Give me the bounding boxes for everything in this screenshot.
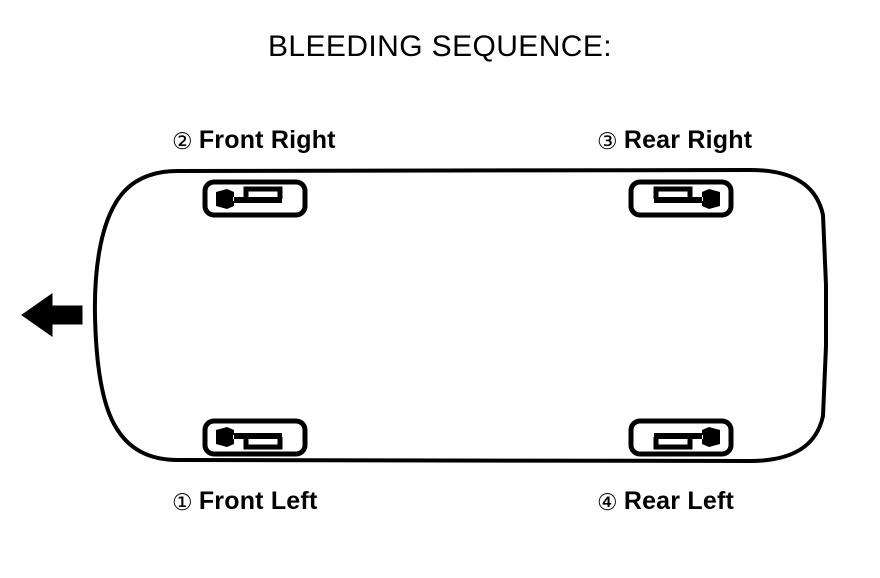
brake-caliper-icon-front-right[interactable] (202, 179, 308, 218)
brake-caliper-icon-front-left[interactable] (202, 418, 308, 457)
corner-label-rear-left: ④ Rear Left (597, 487, 734, 516)
caliper-shaft (234, 433, 282, 439)
page-title: BLEEDING SEQUENCE: (268, 30, 612, 63)
caliper-bridge (653, 186, 693, 199)
brake-caliper-icon-rear-left[interactable] (628, 418, 734, 457)
brake-caliper-icon (202, 179, 308, 218)
corner-label-front-left: ① Front Left (172, 487, 317, 516)
corner-label-text: Front Left (198, 487, 318, 515)
brake-caliper-icon (628, 418, 734, 457)
brake-caliper-icon (202, 418, 308, 457)
caliper-piston-block (216, 427, 234, 447)
caliper-piston-block (702, 189, 720, 209)
corner-label-text: Rear Left (623, 487, 734, 515)
caliper-piston-block (702, 427, 720, 447)
brake-caliper-icon-rear-right[interactable] (628, 179, 734, 218)
corner-label-text: Rear Right (623, 126, 753, 154)
caliper-bridge (243, 437, 283, 450)
caliper-shaft (654, 197, 702, 203)
caliper-bridge (653, 437, 693, 450)
corner-label-text: Front Right (198, 126, 336, 154)
sequence-marker-front-left: ① (172, 489, 193, 515)
sequence-marker-front-right: ② (172, 128, 193, 154)
brake-caliper-icon (628, 179, 734, 218)
vehicle-body-outline (92, 168, 828, 463)
sequence-marker-rear-right: ③ (597, 128, 618, 154)
caliper-shaft (654, 433, 702, 439)
corner-label-front-right: ② Front Right (172, 126, 336, 155)
caliper-bridge (243, 186, 283, 199)
corner-label-rear-right: ③ Rear Right (597, 126, 752, 155)
forward-direction-arrow (21, 293, 83, 337)
sequence-marker-rear-left: ④ (597, 489, 618, 515)
caliper-piston-block (216, 189, 234, 209)
caliper-shaft (234, 197, 282, 203)
